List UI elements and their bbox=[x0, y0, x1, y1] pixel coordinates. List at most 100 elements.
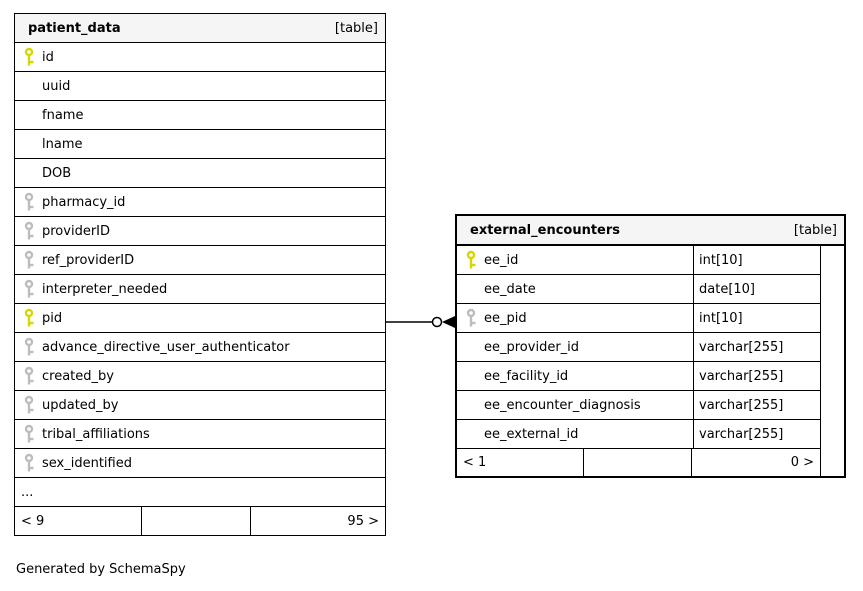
column-name: updated_by bbox=[42, 397, 119, 413]
key-slot bbox=[15, 221, 42, 241]
index-key-icon bbox=[24, 250, 33, 269]
table-tag: [table] bbox=[334, 20, 378, 36]
column-row-ee_provider_id: ee_provider_id varchar[255] bbox=[457, 333, 820, 362]
column-name: DOB bbox=[42, 165, 72, 181]
footer-middle-cell bbox=[583, 449, 692, 476]
column-row-ee_facility_id: ee_facility_id varchar[255] bbox=[457, 362, 820, 391]
table-tag: [table] bbox=[793, 222, 837, 238]
column-name: pid bbox=[42, 310, 63, 326]
index-key-icon bbox=[24, 337, 33, 356]
key-slot bbox=[15, 366, 42, 386]
column-name: ee_facility_id bbox=[484, 368, 569, 384]
column-name: tribal_affiliations bbox=[42, 426, 150, 442]
index-key-icon bbox=[24, 424, 33, 443]
column-name: ee_encounter_diagnosis bbox=[484, 397, 641, 413]
column-name: ref_providerID bbox=[42, 252, 135, 268]
index-key-icon bbox=[24, 366, 33, 385]
column-name: ee_date bbox=[484, 281, 536, 297]
footer-parents-count: < 1 bbox=[463, 455, 487, 470]
zero-cardinality-circle-icon bbox=[431, 316, 443, 328]
footer-middle-cell bbox=[141, 507, 251, 535]
key-slot bbox=[15, 192, 42, 212]
column-name-cell: ee_external_id bbox=[457, 420, 693, 448]
column-name-cell: uuid bbox=[15, 72, 385, 100]
index-key-icon bbox=[24, 192, 33, 211]
column-type: date[10] bbox=[693, 275, 820, 303]
column-row-pid: pid bbox=[15, 304, 385, 333]
column-row-tribal_affiliations: tribal_affiliations bbox=[15, 420, 385, 449]
key-slot bbox=[457, 308, 484, 328]
arrowhead-icon bbox=[442, 316, 455, 328]
primary-key-icon bbox=[24, 47, 33, 66]
key-slot bbox=[15, 337, 42, 357]
column-row-ee_encounter_diagnosis: ee_encounter_diagnosis varchar[255] bbox=[457, 391, 820, 420]
column-name-cell: providerID bbox=[15, 217, 385, 245]
column-row-updated_by: updated_by bbox=[15, 391, 385, 420]
column-name-cell: ee_pid bbox=[457, 304, 693, 332]
key-slot bbox=[15, 250, 42, 270]
index-key-icon bbox=[24, 395, 33, 414]
column-row-ee_date: ee_date date[10] bbox=[457, 275, 820, 304]
column-name: sex_identified bbox=[42, 455, 132, 471]
key-slot bbox=[457, 250, 484, 270]
more-columns-row: ... bbox=[15, 478, 385, 507]
column-name: advance_directive_user_authenticator bbox=[42, 339, 290, 355]
column-type: int[10] bbox=[693, 304, 820, 332]
column-name: interpreter_needed bbox=[42, 281, 168, 297]
key-slot bbox=[15, 308, 42, 328]
column-name-cell: ee_provider_id bbox=[457, 333, 693, 361]
relationship-connector-pid-ee-pid bbox=[386, 316, 455, 328]
column-name-cell: pharmacy_id bbox=[15, 188, 385, 216]
primary-key-icon bbox=[24, 308, 33, 327]
key-slot bbox=[15, 279, 42, 299]
key-slot bbox=[15, 453, 42, 473]
column-row-advance_directive_user_authenticator: advance_directive_user_authenticator bbox=[15, 333, 385, 362]
column-row-lname: lname bbox=[15, 130, 385, 159]
column-name-cell: pid bbox=[15, 304, 385, 332]
column-name: uuid bbox=[42, 78, 71, 94]
column-name-cell: DOB bbox=[15, 159, 385, 187]
column-name-cell: ee_encounter_diagnosis bbox=[457, 391, 693, 419]
primary-key-icon bbox=[466, 250, 475, 269]
spacer-column bbox=[820, 246, 844, 476]
column-type: varchar[255] bbox=[693, 333, 820, 361]
key-slot bbox=[15, 47, 42, 67]
column-name-cell: ee_facility_id bbox=[457, 362, 693, 390]
column-type: varchar[255] bbox=[693, 391, 820, 419]
generator-note: Generated by SchemaSpy bbox=[16, 562, 186, 577]
column-name-cell: fname bbox=[15, 101, 385, 129]
column-name-cell: id bbox=[15, 43, 385, 71]
column-name: ... bbox=[21, 484, 34, 500]
column-name: ee_external_id bbox=[484, 426, 579, 442]
index-key-icon bbox=[24, 453, 33, 472]
column-row-uuid: uuid bbox=[15, 72, 385, 101]
index-key-icon bbox=[24, 221, 33, 240]
table-title: external_encounters bbox=[470, 222, 621, 238]
column-name-cell: ee_id bbox=[457, 246, 693, 274]
column-name-cell: ref_providerID bbox=[15, 246, 385, 274]
column-name-cell: interpreter_needed bbox=[15, 275, 385, 303]
column-row-fname: fname bbox=[15, 101, 385, 130]
column-row-providerID: providerID bbox=[15, 217, 385, 246]
table-title: patient_data bbox=[28, 20, 121, 36]
key-slot bbox=[15, 395, 42, 415]
column-row-created_by: created_by bbox=[15, 362, 385, 391]
column-name: ee_provider_id bbox=[484, 339, 580, 355]
column-row-pharmacy_id: pharmacy_id bbox=[15, 188, 385, 217]
column-name: created_by bbox=[42, 368, 114, 384]
key-slot bbox=[15, 424, 42, 444]
column-row-interpreter_needed: interpreter_needed bbox=[15, 275, 385, 304]
column-row-id: id bbox=[15, 43, 385, 72]
column-name: pharmacy_id bbox=[42, 194, 126, 210]
column-type: varchar[255] bbox=[693, 362, 820, 390]
table-footer: < 9 95 > bbox=[15, 507, 385, 535]
column-name: ee_pid bbox=[484, 310, 527, 326]
table-header: patient_data [table] bbox=[15, 14, 385, 43]
